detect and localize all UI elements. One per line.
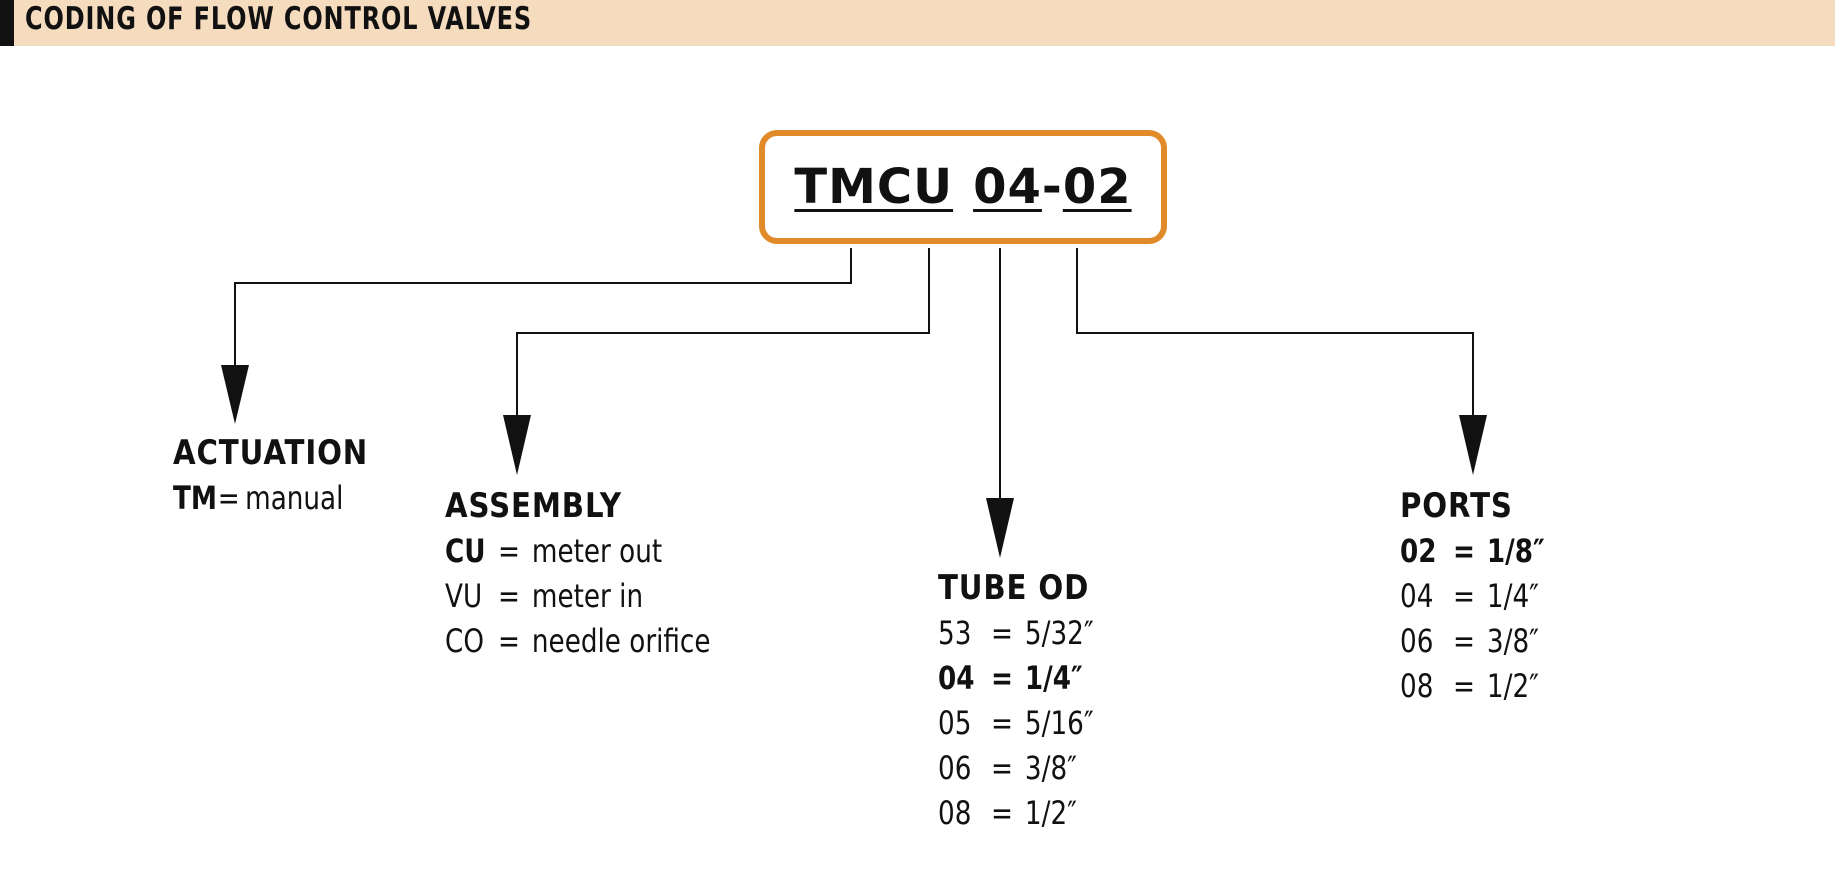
code-segment-ports: 02: [1062, 159, 1132, 215]
option-value: 1/4″: [1024, 659, 1083, 697]
option-equals: =: [990, 794, 1013, 832]
arrowhead-assembly: [503, 415, 531, 475]
group-actuation: ACTUATION TM = manual: [173, 430, 400, 521]
option-equals: =: [990, 659, 1013, 697]
code-segment-tube-od: 04: [973, 159, 1042, 215]
option-value: meter in: [531, 577, 644, 615]
connector-actuation: [221, 248, 852, 424]
part-code-box: TMCU 04 - 02: [759, 130, 1167, 244]
arrowhead-actuation: [221, 365, 249, 424]
option-equals: =: [1452, 532, 1475, 570]
option-value: 5/32″: [1024, 614, 1094, 652]
header-bar: CODING OF FLOW CONTROL VALVES: [0, 0, 1835, 46]
option-row: 05 = 5/16″: [938, 701, 1094, 746]
option-value: 3/8″: [1024, 749, 1077, 787]
group-title-tube-od: TUBE OD: [938, 568, 1090, 608]
group-title-assembly: ASSEMBLY: [445, 486, 622, 526]
option-row: 04 = 1/4″: [938, 656, 1094, 701]
option-value: 1/8″: [1486, 532, 1545, 570]
connector-tube-od: [986, 248, 1014, 558]
option-code: 02: [1400, 532, 1437, 570]
option-row: 06 = 3/8″: [938, 746, 1094, 791]
option-equals: =: [217, 479, 240, 517]
option-row: CU = meter out: [445, 529, 711, 574]
option-equals: =: [990, 749, 1013, 787]
option-code: VU: [445, 577, 483, 615]
group-title-actuation: ACTUATION: [173, 433, 369, 473]
option-value: 1/2″: [1486, 667, 1539, 705]
group-assembly: ASSEMBLY CU = meter out VU = meter in CO…: [445, 483, 769, 664]
arrowhead-tube-od: [986, 498, 1014, 558]
code-separator: -: [1041, 159, 1063, 215]
option-equals: =: [1452, 667, 1475, 705]
option-row: 04 = 1/4″: [1400, 574, 1545, 619]
option-code: TM: [173, 479, 218, 517]
header-accent: [0, 0, 14, 46]
arrowhead-ports: [1459, 415, 1487, 475]
option-row: 02 = 1/8″: [1400, 529, 1545, 574]
group-title-ports: PORTS: [1400, 486, 1513, 526]
option-code: CU: [445, 532, 486, 570]
option-row: 06 = 3/8″: [1400, 619, 1545, 664]
option-equals: =: [990, 614, 1013, 652]
option-code: 05: [938, 704, 972, 742]
option-row: TM = manual: [173, 476, 359, 521]
option-value: 1/4″: [1486, 577, 1539, 615]
option-value: meter out: [531, 532, 663, 570]
option-value: 5/16″: [1024, 704, 1094, 742]
option-row: 53 = 5/32″: [938, 611, 1094, 656]
option-equals: =: [497, 577, 520, 615]
option-value: needle orifice: [531, 622, 711, 660]
option-code: CO: [445, 622, 484, 660]
option-row: 08 = 1/2″: [1400, 664, 1545, 709]
option-equals: =: [1452, 577, 1475, 615]
code-segment-actuation-assembly: TMCU: [794, 159, 954, 215]
option-equals: =: [497, 532, 520, 570]
option-row: VU = meter in: [445, 574, 711, 619]
option-equals: =: [990, 704, 1013, 742]
option-code: 06: [1400, 622, 1434, 660]
option-equals: =: [497, 622, 520, 660]
option-code: 53: [938, 614, 972, 652]
option-value: 1/2″: [1024, 794, 1077, 832]
group-ports: PORTS 02 = 1/8″ 04 = 1/4″ 06 = 3/8″ 08 =…: [1400, 483, 1577, 709]
option-value: manual: [245, 479, 344, 517]
option-code: 08: [1400, 667, 1434, 705]
option-row: 08 = 1/2″: [938, 791, 1094, 836]
option-code: 04: [1400, 577, 1434, 615]
part-code: TMCU 04 - 02: [765, 136, 1161, 238]
option-code: 08: [938, 794, 972, 832]
group-tube-od: TUBE OD 53 = 5/32″ 04 = 1/4″ 05 = 5/16″ …: [938, 565, 1128, 836]
connector-assembly: [503, 248, 930, 475]
option-row: CO = needle orifice: [445, 619, 711, 664]
option-equals: =: [1452, 622, 1475, 660]
page-title: CODING OF FLOW CONTROL VALVES: [25, 1, 532, 37]
option-value: 3/8″: [1486, 622, 1539, 660]
connector-ports: [1076, 248, 1487, 475]
option-code: 06: [938, 749, 972, 787]
option-code: 04: [938, 659, 975, 697]
